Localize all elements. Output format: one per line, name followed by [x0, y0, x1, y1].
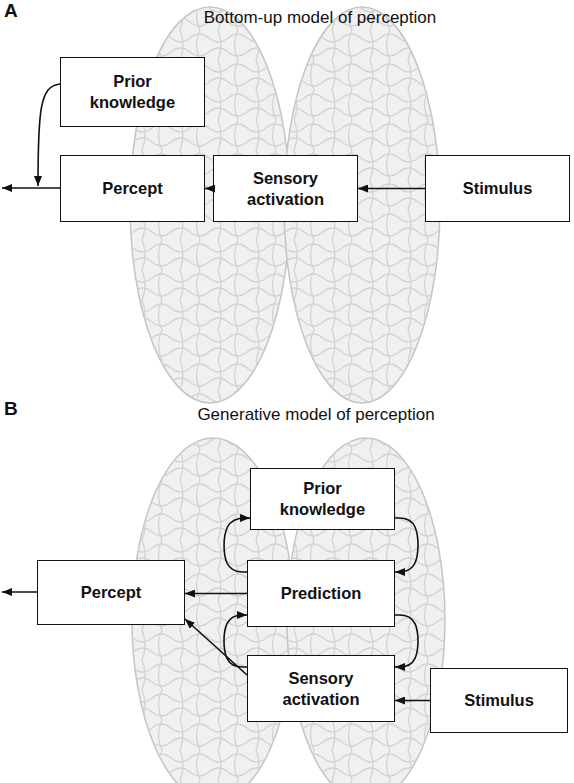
box-label: Sensory activation: [271, 668, 371, 709]
arrow: [224, 518, 250, 572]
concept-box: Prior knowledge: [60, 57, 205, 127]
arrow: [358, 188, 425, 190]
arrow: [185, 619, 247, 675]
box-label: Percept: [102, 178, 163, 199]
prior-influence-arrow: [38, 84, 60, 186]
concept-box: Stimulus: [425, 155, 570, 222]
output-arrow: [2, 591, 37, 593]
concept-box: Percept: [60, 155, 205, 222]
box-label: Percept: [81, 582, 142, 603]
concept-box: Percept: [37, 560, 185, 625]
concept-box: Stimulus: [430, 668, 568, 733]
concept-box: Sensory activation: [247, 655, 395, 722]
panel-letter: B: [4, 398, 18, 420]
box-label: Stimulus: [463, 178, 533, 199]
concept-box: Prediction: [247, 560, 395, 627]
concept-box: Prior knowledge: [250, 468, 395, 530]
connectors: [185, 189, 430, 701]
panel-letter: A: [4, 0, 18, 22]
arrow: [185, 593, 247, 595]
concept-box: Sensory activation: [213, 155, 358, 222]
output-arrow: [2, 187, 60, 189]
arrow: [224, 615, 247, 667]
box-label: Prediction: [281, 583, 362, 604]
panel-heading: Bottom-up model of perception: [204, 8, 436, 28]
box-label: Prior knowledge: [83, 71, 183, 112]
box-label: Stimulus: [464, 690, 534, 711]
arrow: [395, 615, 418, 667]
box-label: Prior knowledge: [273, 478, 373, 519]
arrow: [395, 518, 418, 572]
panel-heading: Generative model of perception: [197, 405, 434, 425]
arrow: [395, 700, 430, 702]
arrow: [205, 188, 213, 190]
box-label: Sensory activation: [236, 168, 336, 209]
